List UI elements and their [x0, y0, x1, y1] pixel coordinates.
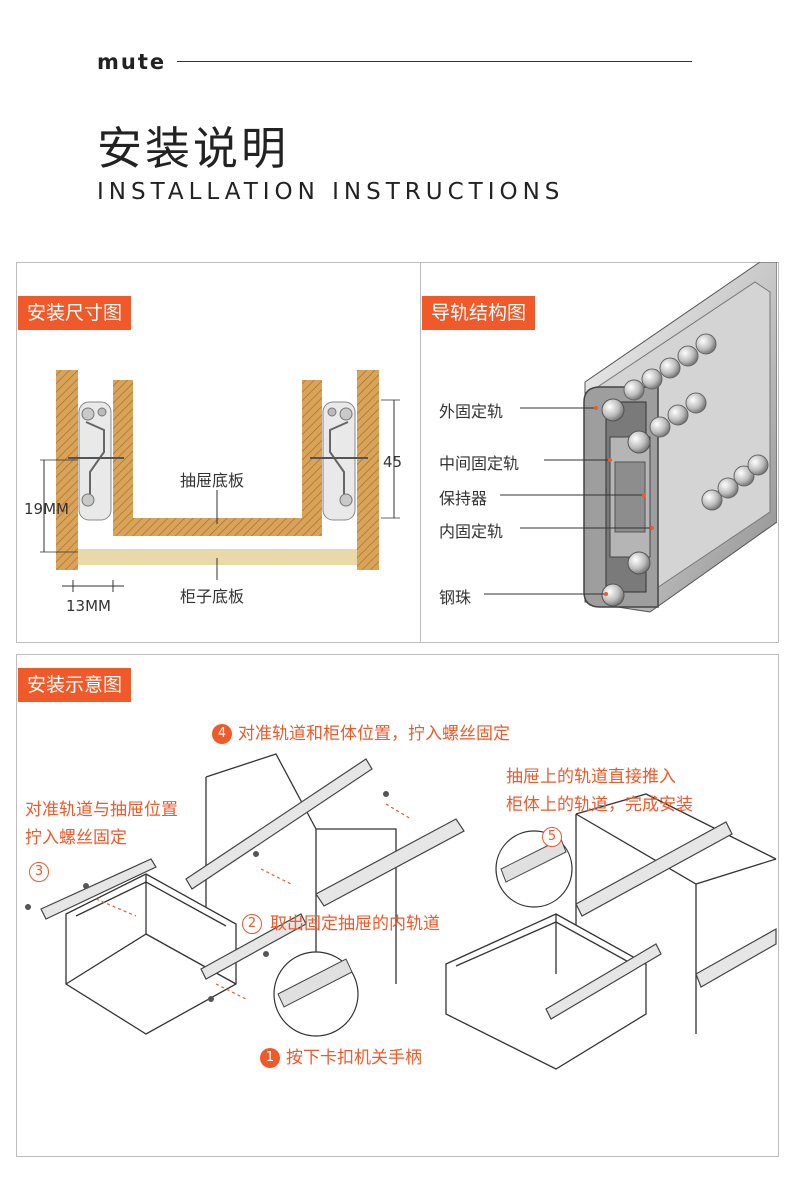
step-4-number: 4: [212, 724, 232, 744]
part-retainer: 保持器: [439, 489, 488, 508]
structure-diagram-badge: 导轨结构图: [422, 296, 536, 330]
cabinet-right-wall: [357, 370, 379, 570]
left-slide-rail: [68, 401, 124, 521]
dimension-19mm: 19MM: [24, 500, 69, 518]
step-2-text: 取出固定抽屉的内轨道: [270, 914, 440, 934]
page-title: 安装说明: [97, 122, 290, 175]
install-illustration: [25, 753, 777, 1070]
dimension-45: 45: [383, 453, 403, 471]
label-drawer-bottom: 抽屉底板: [180, 471, 245, 490]
step-5-text-line2: 柜体上的轨道，完成安装: [506, 795, 693, 815]
step-4-text: 对准轨道和柜体位置，拧入螺丝固定: [238, 724, 510, 744]
header-divider: [177, 61, 692, 62]
part-middle-rail: 中间固定轨: [439, 454, 520, 473]
part-steel-ball: 钢珠: [439, 588, 472, 607]
page-subtitle: INSTALLATION INSTRUCTIONS: [97, 179, 565, 205]
cabinet-left-wall: [56, 370, 78, 570]
size-diagram-badge: 安装尺寸图: [18, 296, 132, 330]
step-3-text-line1: 对准轨道与抽屉位置: [25, 800, 178, 820]
brand-name: mute: [97, 50, 167, 74]
step-3-number: 3: [29, 862, 49, 882]
part-inner-rail: 内固定轨: [439, 522, 504, 541]
step-5-number: 5: [542, 827, 562, 847]
rail-structure-illustration: [484, 262, 777, 613]
right-slide-rail: [310, 401, 368, 521]
step-1-text: 按下卡扣机关手柄: [286, 1048, 422, 1068]
cabinet-bottom-board: [78, 549, 357, 565]
size-diagram: [40, 370, 400, 592]
label-cabinet-bottom: 柜子底板: [180, 587, 245, 606]
step-5-text-line1: 抽屉上的轨道直接推入: [506, 767, 676, 787]
part-outer-rail: 外固定轨: [439, 402, 504, 421]
drawer-bottom-board: [133, 518, 302, 536]
step-3-text-line2: 拧入螺丝固定: [25, 828, 127, 848]
dimension-13mm: 13MM: [66, 597, 111, 615]
install-diagram-badge: 安装示意图: [18, 668, 132, 702]
step-2-number: 2: [242, 914, 262, 934]
step-1-number: 1: [260, 1048, 280, 1068]
